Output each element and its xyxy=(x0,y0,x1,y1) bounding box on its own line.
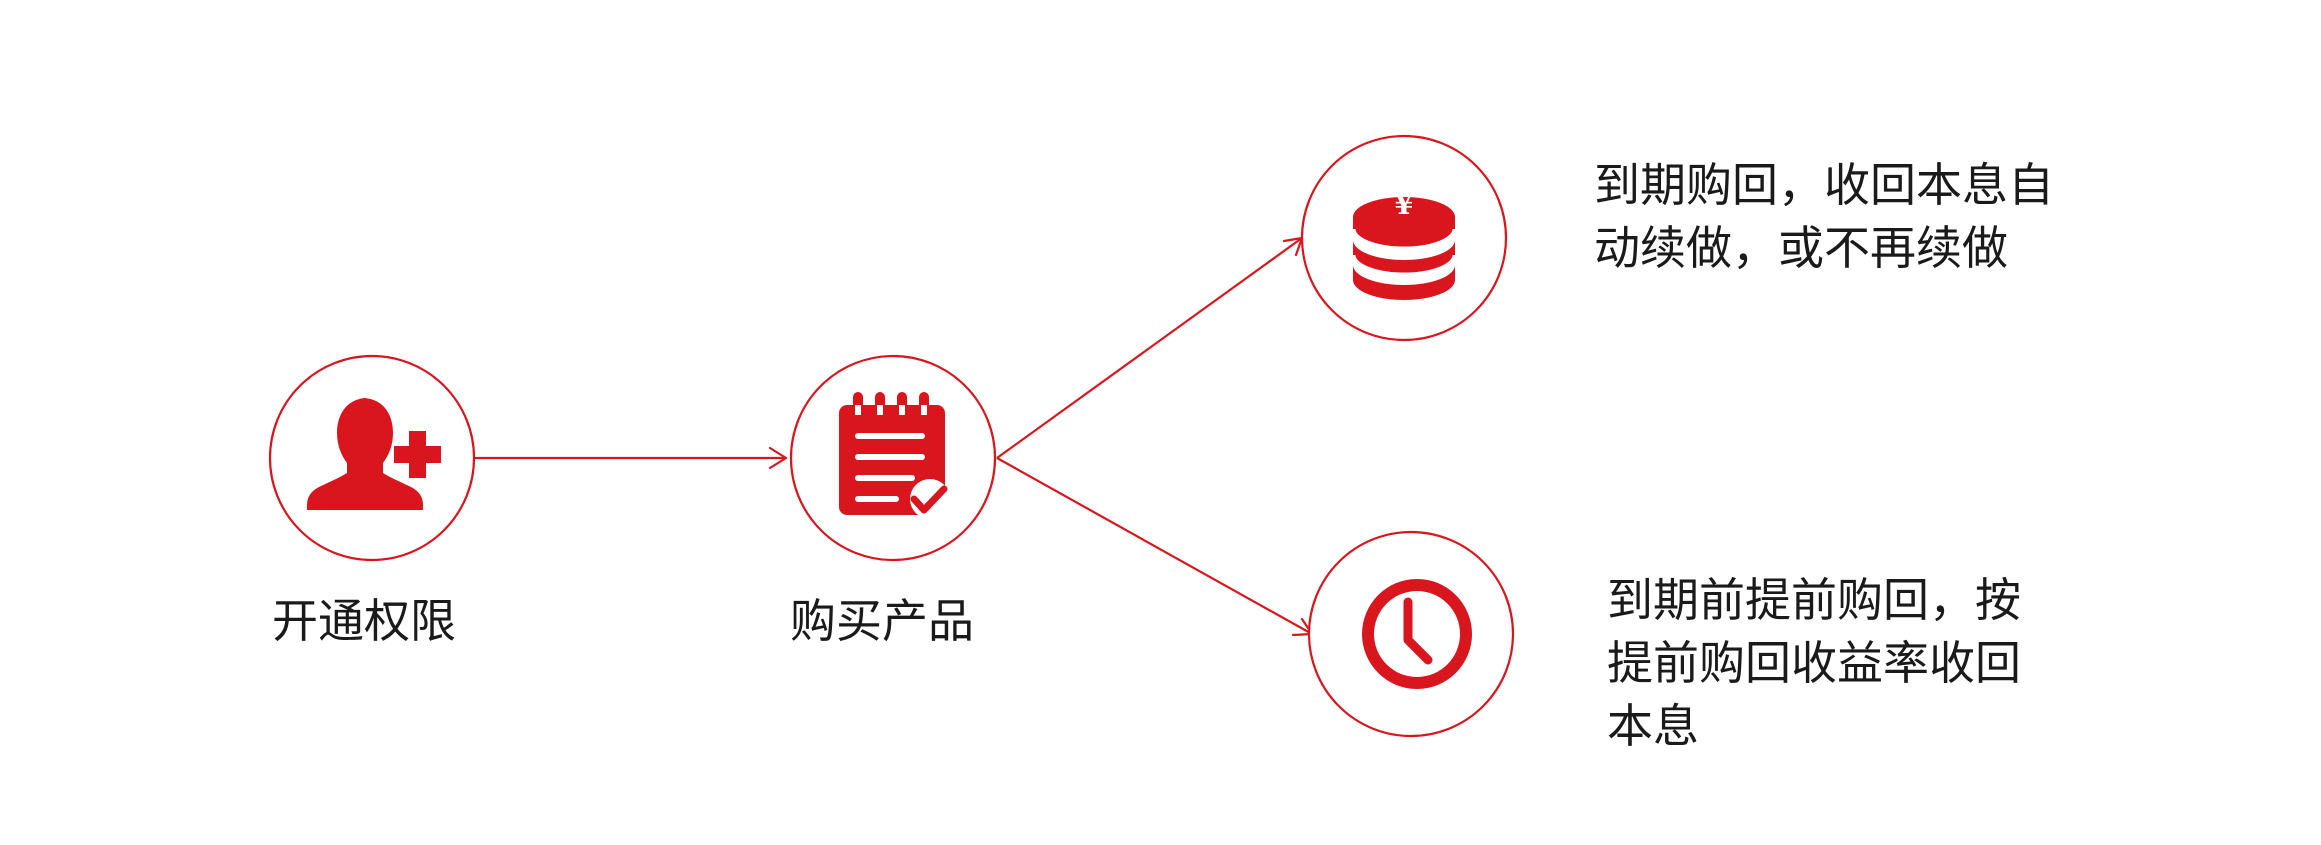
connector-step2-to-outcome1 xyxy=(996,236,1304,459)
outcome-text-line: 提前购回收益率收回 xyxy=(1607,636,2021,690)
connector-step2-to-outcome2 xyxy=(996,457,1314,637)
outcome-text-line: 到期前提前购回，按 xyxy=(1607,573,2021,627)
clock-icon xyxy=(1362,579,1472,689)
outcome-text-line: 到期购回，收回本息自 xyxy=(1594,158,2054,212)
outcome-text-early-repurchase: 到期前提前购回，按 提前购回收益率收回 本息 xyxy=(1607,569,2021,758)
outcome-maturity-node: ¥ xyxy=(1300,134,1508,342)
outcome-text-maturity: 到期购回，收回本息自 动续做，或不再续做 xyxy=(1594,154,2054,280)
coin-stack-icon: ¥ xyxy=(1350,188,1458,300)
yen-symbol: ¥ xyxy=(1394,188,1413,221)
step-open-permission-node xyxy=(268,354,476,562)
user-add-icon xyxy=(307,398,441,510)
outcome-text-line: 动续做，或不再续做 xyxy=(1594,221,2008,275)
connector-step1-to-step2 xyxy=(474,446,788,470)
step-label-buy-product: 购买产品 xyxy=(790,594,974,648)
notepad-check-icon xyxy=(839,392,950,519)
outcome-text-line: 本息 xyxy=(1607,699,1699,753)
step-label-open-permission: 开通权限 xyxy=(272,594,456,648)
step-buy-product-node xyxy=(789,354,997,562)
outcome-early-repurchase-node xyxy=(1307,530,1515,738)
